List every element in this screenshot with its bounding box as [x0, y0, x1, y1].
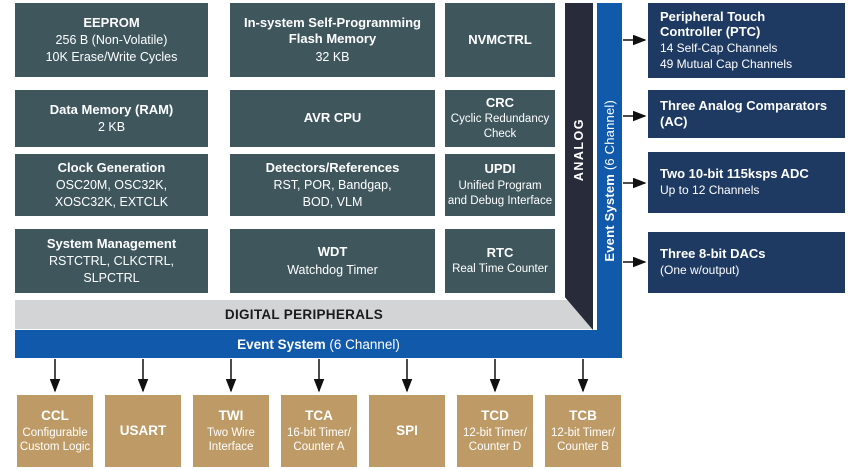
- block-tcd: TCD 12-bit Timer/ Counter D: [457, 395, 533, 467]
- block-avr-cpu: AVR CPU: [230, 90, 435, 147]
- block-title: TCA: [305, 407, 333, 423]
- block-updi: UPDI Unified Program and Debug Interface: [445, 154, 555, 216]
- block-twi: TWI Two Wire Interface: [193, 395, 269, 467]
- block-title: Three Analog Comparators (AC): [660, 98, 828, 129]
- block-title: Peripheral Touch Controller (PTC): [660, 8, 766, 40]
- digital-peripherals-label: DIGITAL PERIPHERALS: [224, 307, 384, 322]
- block-title: System Management: [46, 236, 177, 252]
- block-dacs: Three 8-bit DACs (One w/output): [648, 232, 845, 293]
- block-subtitle: Real Time Counter: [452, 263, 548, 276]
- block-ptc: Peripheral Touch Controller (PTC) 14 Sel…: [648, 3, 845, 78]
- block-title: TCD: [481, 407, 509, 423]
- block-subtitle: 2 KB: [97, 120, 126, 134]
- block-title: CCL: [41, 407, 69, 423]
- block-nvmctrl: NVMCTRL: [445, 3, 555, 77]
- event-system-vertical-label: Event System (6 Channel): [602, 99, 617, 262]
- block-title: RTC: [486, 244, 514, 260]
- block-subtitle: Two Wire Interface: [207, 426, 255, 453]
- block-analog-comparators: Three Analog Comparators (AC): [648, 90, 845, 138]
- block-title: AVR CPU: [303, 110, 362, 126]
- block-title: SPI: [396, 422, 418, 438]
- block-subtitle: Watchdog Timer: [287, 262, 378, 277]
- block-title: TCB: [569, 407, 597, 423]
- block-subtitle: 12-bit Timer/ Counter B: [551, 426, 615, 453]
- block-data-memory-ram: Data Memory (RAM) 2 KB: [15, 90, 208, 147]
- block-subtitle: 12-bit Timer/ Counter D: [463, 426, 527, 453]
- block-title: CRC: [485, 94, 515, 110]
- block-subtitle: 256 B (Non-Volatile) 10K Erase/Write Cyc…: [45, 33, 178, 64]
- block-subtitle: OSC20M, OSC32K, XOSC32K, EXTCLK: [54, 178, 169, 209]
- block-title: TWI: [218, 407, 244, 423]
- block-subtitle: RSTCTRL, CLKCTRL, SLPCTRL: [48, 254, 175, 285]
- block-title: Data Memory (RAM): [49, 101, 174, 117]
- block-title: NVMCTRL: [468, 31, 532, 47]
- block-subtitle: RST, POR, Bandgap, BOD, VLM: [273, 178, 392, 209]
- event-system-vertical-bar: Event System (6 Channel): [597, 3, 622, 358]
- block-crc: CRC Cyclic Redundancy Check: [445, 90, 555, 147]
- block-subtitle: Unified Program and Debug Interface: [447, 179, 553, 207]
- block-rtc: RTC Real Time Counter: [445, 229, 555, 293]
- block-subtitle: 14 Self-Cap Channels 49 Mutual Cap Chann…: [660, 41, 793, 71]
- block-title: Two 10-bit 115ksps ADC: [660, 166, 809, 182]
- block-ccl: CCL Configurable Custom Logic: [17, 395, 93, 467]
- analog-bar: ANALOG: [565, 3, 593, 330]
- block-subtitle: Up to 12 Channels: [660, 183, 760, 197]
- block-system-management: System Management RSTCTRL, CLKCTRL, SLPC…: [15, 229, 208, 293]
- block-title: Detectors/References: [265, 160, 400, 176]
- digital-peripherals-bar: DIGITAL PERIPHERALS: [15, 300, 593, 329]
- block-title: Three 8-bit DACs: [660, 246, 766, 262]
- block-spi: SPI: [369, 395, 445, 467]
- block-usart: USART: [105, 395, 181, 467]
- event-system-horizontal-label: Event System (6 Channel): [237, 336, 400, 352]
- block-subtitle: 16-bit Timer/ Counter A: [287, 426, 351, 453]
- block-title: In-system Self-Programming Flash Memory: [244, 15, 421, 47]
- block-tcb: TCB 12-bit Timer/ Counter B: [545, 395, 621, 467]
- block-clock-generation: Clock Generation OSC20M, OSC32K, XOSC32K…: [15, 154, 208, 216]
- block-title: UPDI: [484, 161, 516, 177]
- block-subtitle: (One w/output): [660, 263, 740, 277]
- block-tca: TCA 16-bit Timer/ Counter A: [281, 395, 357, 467]
- block-flash-memory: In-system Self-Programming Flash Memory …: [230, 3, 435, 77]
- block-subtitle: Cyclic Redundancy Check: [450, 113, 550, 141]
- block-wdt: WDT Watchdog Timer: [230, 229, 435, 293]
- block-adc: Two 10-bit 115ksps ADC Up to 12 Channels: [648, 152, 845, 213]
- block-title: EEPROM: [83, 15, 140, 31]
- event-system-horizontal-bar: Event System (6 Channel): [15, 330, 622, 358]
- block-title: Clock Generation: [57, 160, 166, 176]
- block-eeprom: EEPROM 256 B (Non-Volatile) 10K Erase/Wr…: [15, 3, 208, 77]
- block-subtitle: 32 KB: [315, 49, 350, 64]
- block-detectors-references: Detectors/References RST, POR, Bandgap, …: [230, 154, 435, 216]
- block-title: WDT: [317, 244, 348, 260]
- block-title: USART: [119, 422, 167, 438]
- block-subtitle: Configurable Custom Logic: [19, 426, 91, 453]
- analog-bar-label: ANALOG: [572, 117, 586, 182]
